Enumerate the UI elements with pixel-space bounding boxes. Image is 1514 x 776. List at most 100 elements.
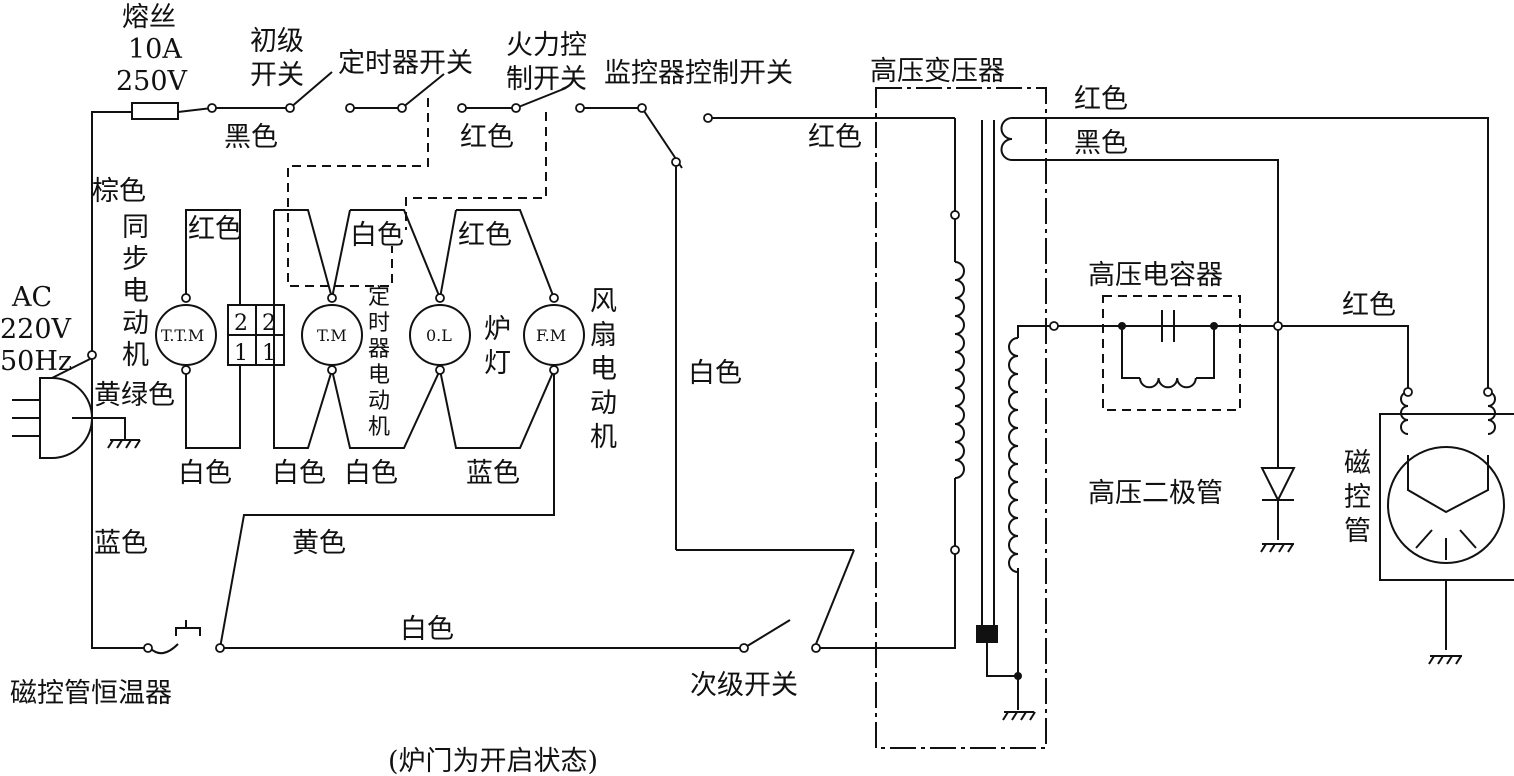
svg-text:电: 电 [368, 363, 390, 388]
sync-motor-symbol [155, 304, 217, 366]
wire-brown: 棕色 [92, 176, 146, 207]
wire-white-tm: 白色 [350, 220, 404, 251]
magnetron-housing [1379, 413, 1514, 581]
svg-text:动: 动 [590, 388, 617, 419]
magnetron-filament-right [1487, 391, 1496, 435]
sync-motor-label: 同 步 电 动 机 [122, 212, 149, 371]
wire-red-lamp: 红色 [458, 220, 512, 251]
thermostat-label: 磁控管恒温器 [10, 678, 172, 709]
svg-text:同: 同 [122, 212, 149, 243]
power-switch-label-1: 火力控 [506, 30, 587, 61]
filament-winding [1000, 117, 1013, 161]
sync-motor-symbol-text: T.T.M [161, 326, 204, 345]
oven-lamp-symbol-text: 0.L [426, 326, 452, 345]
monitor-switch-label: 监控器控制开关 [604, 58, 793, 89]
primary-switch-label-2: 开关 [250, 60, 304, 91]
svg-text:2: 2 [234, 311, 248, 336]
live-wire-left [91, 107, 213, 355]
timer-motor-label: 定 时 器 电 动 机 [368, 285, 390, 440]
svg-text:机: 机 [122, 340, 149, 371]
ground-symbol-plug [107, 439, 141, 449]
primary-switch-blade [289, 71, 333, 109]
wire-red-hv2: 红色 [1342, 290, 1396, 321]
secondary-switch-label: 次级开关 [690, 670, 798, 701]
capacitor-bleed-coil [1139, 377, 1197, 389]
magnetron-filament-left [1400, 391, 1409, 435]
wire-white-b2: 白色 [272, 458, 326, 489]
power-plug [39, 377, 93, 459]
svg-text:动: 动 [122, 308, 149, 339]
secondary-winding [1008, 337, 1019, 573]
svg-text:动: 动 [368, 389, 390, 414]
svg-text:1: 1 [234, 341, 248, 366]
ac-label: AC [11, 282, 52, 313]
timer-switch-blade [401, 73, 445, 109]
svg-text:1: 1 [262, 341, 276, 366]
terminals [87, 103, 1493, 653]
wire-yellow: 黄色 [292, 528, 346, 559]
fan-motor-label: 风 扇 电 动 机 [590, 286, 617, 453]
transformer-enclosure [875, 87, 1047, 749]
fan-motor-symbol [523, 304, 585, 366]
hv-diode-symbol [1260, 467, 1296, 540]
svg-text:扇: 扇 [590, 320, 617, 351]
hv-diode-label: 高压二极管 [1088, 478, 1223, 509]
ac-voltage: 220V [0, 314, 72, 345]
svg-text:机: 机 [590, 422, 617, 453]
timer-motor-symbol [301, 304, 363, 366]
terminal-block-numbers: 2 2 1 1 [234, 311, 276, 366]
thermostat-contacts [149, 620, 201, 655]
wire-black-top: 黑色 [224, 122, 278, 153]
svg-text:时: 时 [368, 311, 390, 336]
wire-white-b1: 白色 [178, 458, 232, 489]
svg-text:风: 风 [590, 286, 617, 317]
wire-white-right: 白色 [688, 358, 742, 389]
wire-black-hv: 黑色 [1074, 128, 1128, 159]
caption: (炉门为开启状态) [388, 746, 598, 776]
capacitor-enclosure [1102, 295, 1241, 411]
timer-mechanical-link [287, 98, 429, 287]
oven-lamp-label: 炉 灯 [484, 314, 511, 379]
power-switch-label-2: 制开关 [506, 64, 587, 95]
svg-text:机: 机 [368, 415, 390, 440]
ac-frequency: 50Hz [0, 346, 72, 377]
primary-switch-label-1: 初级 [250, 26, 304, 57]
svg-text:电: 电 [590, 354, 617, 385]
transformer-windings [954, 117, 1496, 573]
fuse-current: 10A [128, 34, 182, 65]
fan-motor-symbol-text: F.M [536, 326, 566, 345]
wire-white-b3: 白色 [344, 458, 398, 489]
power-switch-blade [515, 87, 567, 109]
magnetron-tube [1387, 446, 1505, 564]
fuse-element [131, 102, 179, 120]
hv-transformer-label: 高压变压器 [870, 56, 1005, 87]
svg-text:灯: 灯 [484, 348, 511, 379]
svg-text:步: 步 [122, 244, 149, 275]
wire-blue-fan: 蓝色 [466, 458, 520, 489]
wire-red-sync: 红色 [188, 214, 242, 245]
svg-text:器: 器 [368, 337, 390, 362]
wire-red-hv1: 红色 [1074, 84, 1128, 115]
hv-capacitor-label: 高压电容器 [1088, 260, 1223, 291]
ground-symbol-transformer [1002, 711, 1036, 721]
fuse-voltage: 250V [116, 66, 188, 97]
svg-text:定: 定 [368, 285, 390, 310]
svg-text:管: 管 [1344, 516, 1371, 547]
oven-lamp-symbol [409, 304, 471, 366]
ground-symbol-diode [1260, 543, 1294, 553]
timer-switch-label: 定时器开关 [338, 48, 473, 79]
wire-blue-left: 蓝色 [94, 528, 148, 559]
wire-red-top: 红色 [460, 122, 514, 153]
svg-text:炉: 炉 [484, 314, 511, 345]
svg-text:电: 电 [122, 276, 149, 307]
fuse-label: 熔丝 [122, 2, 176, 33]
svg-text:控: 控 [1344, 482, 1371, 513]
wire-white-bottom: 白色 [400, 614, 454, 645]
primary-winding [954, 261, 965, 479]
magnetron-label: 磁 控 管 [1344, 448, 1371, 547]
core-ground-block [976, 625, 998, 643]
timer-motor-symbol-text: T.M [317, 326, 347, 345]
wiring [12, 71, 1514, 749]
wire-red-mid: 红色 [808, 122, 862, 153]
